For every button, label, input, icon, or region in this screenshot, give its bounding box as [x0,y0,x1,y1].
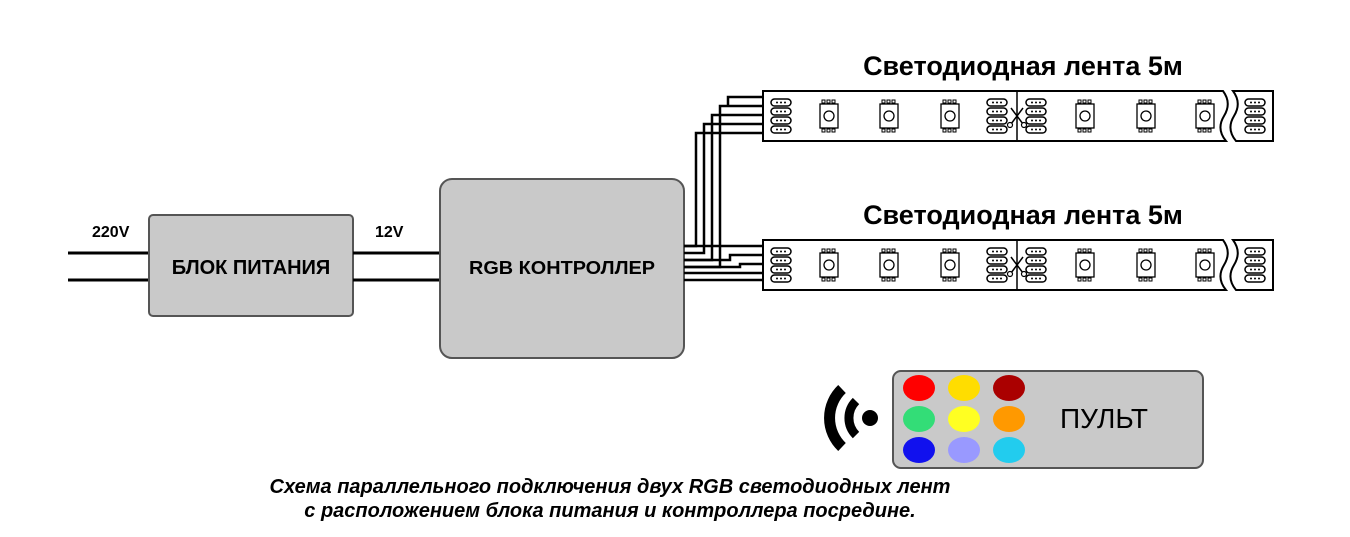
remote-color-button [993,437,1025,463]
remote-color-button [993,375,1025,401]
led-strip-upper [762,90,1274,142]
remote-color-button [948,437,980,463]
controller-box [439,178,685,359]
output-voltage-label: 12V [375,224,404,241]
remote-color-button [948,375,980,401]
scissors-icon [1006,256,1028,278]
caption-line-2: с расположением блока питания и контролл… [304,500,915,522]
strip-wires [684,95,770,282]
strip-label-lower: Светодиодная лента 5м [863,200,1183,230]
remote-color-button [993,406,1025,432]
controller-label: RGB КОНТРОЛЛЕР [469,258,655,278]
scissors-icon [1006,107,1028,129]
remote-box [892,370,1204,469]
remote-buttons [903,375,1025,463]
remote-color-button [903,375,935,401]
remote-label: ПУЛЬТ [1060,403,1148,434]
remote-color-button [948,406,980,432]
dc-wires [353,251,441,282]
mains-wires [68,251,150,282]
power-supply-box [148,214,354,317]
caption-line-1: Схема параллельного подключения двух RGB… [270,476,951,498]
led-strip-lower [762,239,1274,291]
power-supply-label: БЛОК ПИТАНИЯ [172,257,331,279]
remote-color-button [903,406,935,432]
remote-color-button [903,437,935,463]
input-voltage-label: 220V [92,224,130,241]
strip-label-upper: Светодиодная лента 5м [863,51,1183,81]
wireless-signal-icon [824,385,878,451]
